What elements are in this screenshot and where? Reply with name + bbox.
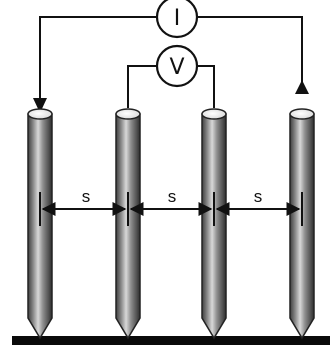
ammeter: I [155,0,199,39]
current-out-arrow [295,80,309,94]
voltage-circuit-wires [127,65,215,108]
voltmeter-label: V [169,55,184,80]
current-circuit-wires [39,16,303,104]
spacing-label-2: s [168,187,177,206]
current-in-arrow [33,98,47,113]
spacing-label-3: s [254,187,263,206]
ground-surface [12,336,330,345]
spacing-dimensions [39,192,303,226]
voltmeter: V [155,44,199,88]
spacing-label-1: s [82,187,91,206]
ammeter-label: I [174,6,181,31]
